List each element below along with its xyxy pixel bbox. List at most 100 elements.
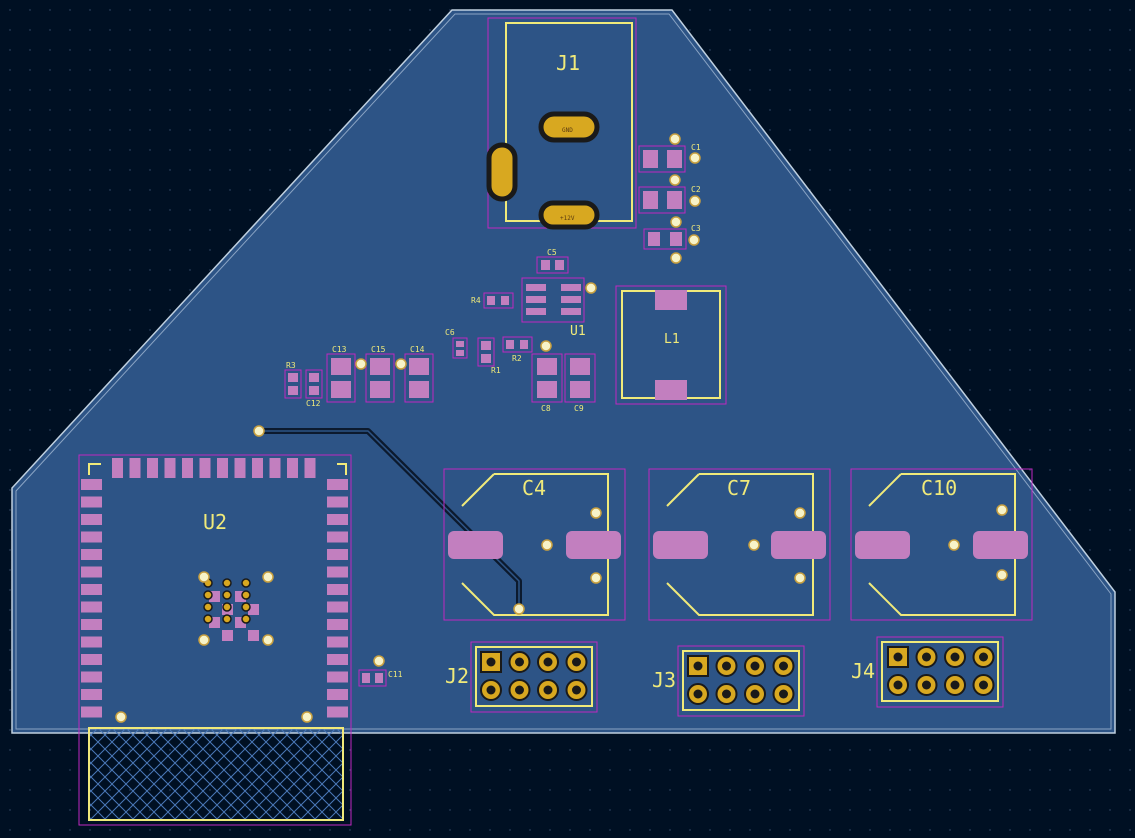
c7-label: C7 [727, 476, 751, 500]
connector-j2[interactable]: J2 [445, 641, 598, 713]
u1-label: U1 [570, 324, 586, 339]
u2-thermal-pad [235, 617, 246, 628]
capacitor-c8[interactable]: C8 [531, 353, 563, 413]
capacitor-c7[interactable]: C7 [648, 468, 831, 621]
capacitor-c3[interactable]: C3 [643, 224, 701, 250]
u2-thermal-via [203, 590, 213, 600]
header-pin-hole [515, 685, 524, 695]
capacitor-c4[interactable]: C4 [443, 468, 626, 621]
u2-thermal-via [222, 590, 232, 600]
capacitor-c11[interactable]: C11 [358, 669, 403, 687]
header-pin-hole [486, 685, 496, 695]
header-pin-hole [922, 652, 931, 662]
c1-label: C1 [691, 143, 701, 152]
via [670, 216, 682, 228]
capacitor-c6[interactable]: C6 [445, 328, 468, 359]
resistor-r2[interactable]: R2 [502, 336, 533, 363]
via [948, 539, 960, 551]
via [794, 507, 806, 519]
header-pin-hole [572, 657, 581, 667]
j1-label: J1 [556, 51, 580, 75]
via [996, 504, 1008, 516]
c15-label: C15 [371, 345, 386, 354]
r3-label: R3 [286, 361, 296, 370]
capacitor-c12[interactable]: C12 [305, 369, 323, 408]
ic-u1[interactable]: U1 [521, 277, 586, 339]
u2-thermal-via [241, 602, 251, 612]
capacitor-c5[interactable]: C5 [536, 248, 569, 274]
board-outline [11, 9, 1116, 734]
u2-pad-left [81, 706, 102, 718]
header-pin-hole [893, 680, 903, 690]
via [373, 655, 385, 667]
l1-label: L1 [664, 332, 680, 347]
capacitor-c13[interactable]: C13 [326, 345, 356, 403]
u2-thermal-via [203, 602, 213, 612]
c10-label: C10 [921, 476, 957, 500]
via [395, 358, 407, 370]
via [689, 152, 701, 164]
header-pin-hole [543, 657, 553, 667]
u2-pad-left [81, 636, 102, 648]
capacitor-c15[interactable]: C15 [365, 345, 395, 403]
via-layer [115, 133, 1008, 723]
module-u2[interactable]: U2 [78, 454, 352, 826]
u2-pad-top [304, 458, 316, 478]
u2-pad-right [327, 549, 348, 560]
u2-pad-right [327, 671, 348, 683]
via [590, 507, 602, 519]
via [541, 539, 553, 551]
u2-thermal-via [241, 614, 251, 624]
via [794, 572, 806, 584]
u2-pad-right [327, 514, 348, 525]
r2-label: R2 [512, 354, 522, 363]
resistor-r1[interactable]: R1 [477, 337, 501, 375]
header-pin-hole [750, 689, 760, 699]
u2-pad-top [287, 458, 298, 478]
u2-pad-right [327, 584, 348, 595]
capacitor-c14[interactable]: C14 [404, 345, 434, 403]
connector-j3[interactable]: J3 [652, 645, 805, 717]
inductor-l1[interactable]: L1 [615, 285, 727, 405]
header-pin-hole [779, 661, 788, 671]
via [115, 711, 127, 723]
u2-pad-left [81, 496, 102, 508]
capacitor-c10[interactable]: C10 [850, 468, 1033, 621]
j1-pin-vbus: +12V [560, 215, 575, 222]
header-pin-hole [922, 680, 931, 690]
j1-pin-gnd: GND [562, 127, 573, 134]
via [585, 282, 597, 294]
u2-pad-top [269, 458, 281, 478]
resistor-r3[interactable]: R3 [284, 361, 302, 399]
connector-j4[interactable]: J4 [851, 636, 1004, 708]
u2-pad-top [217, 458, 228, 478]
u2-pad-right [327, 566, 348, 578]
u2-label: U2 [203, 510, 227, 534]
u2-pad-top [164, 458, 176, 478]
board-outline-inner [15, 13, 1112, 730]
u2-pad-right [327, 531, 348, 543]
c5-label: C5 [547, 248, 557, 257]
capacitor-c2[interactable]: C2 [638, 185, 701, 214]
u2-thermal-pad [209, 591, 220, 602]
u2-pad-top [182, 458, 193, 478]
via [996, 569, 1008, 581]
connector-j1[interactable]: J1 GND +12V [486, 17, 637, 230]
u2-thermal-via [241, 578, 251, 588]
capacitor-c1[interactable]: C1 [638, 143, 701, 173]
via [355, 358, 367, 370]
resistor-r4[interactable]: R4 [471, 292, 514, 309]
u2-pad-right [327, 636, 348, 648]
u2-thermal-via [203, 614, 213, 624]
u2-pad-left [81, 479, 102, 490]
u2-pad-left [81, 566, 102, 578]
c9-label: C9 [574, 404, 584, 413]
header-pin-hole [515, 657, 524, 667]
capacitor-c9[interactable]: C9 [564, 353, 596, 413]
u2-thermal-via [222, 614, 232, 624]
via [262, 634, 274, 646]
c12-label: C12 [306, 399, 321, 408]
u2-pad-top [234, 458, 246, 478]
header-pin-hole [779, 689, 788, 699]
